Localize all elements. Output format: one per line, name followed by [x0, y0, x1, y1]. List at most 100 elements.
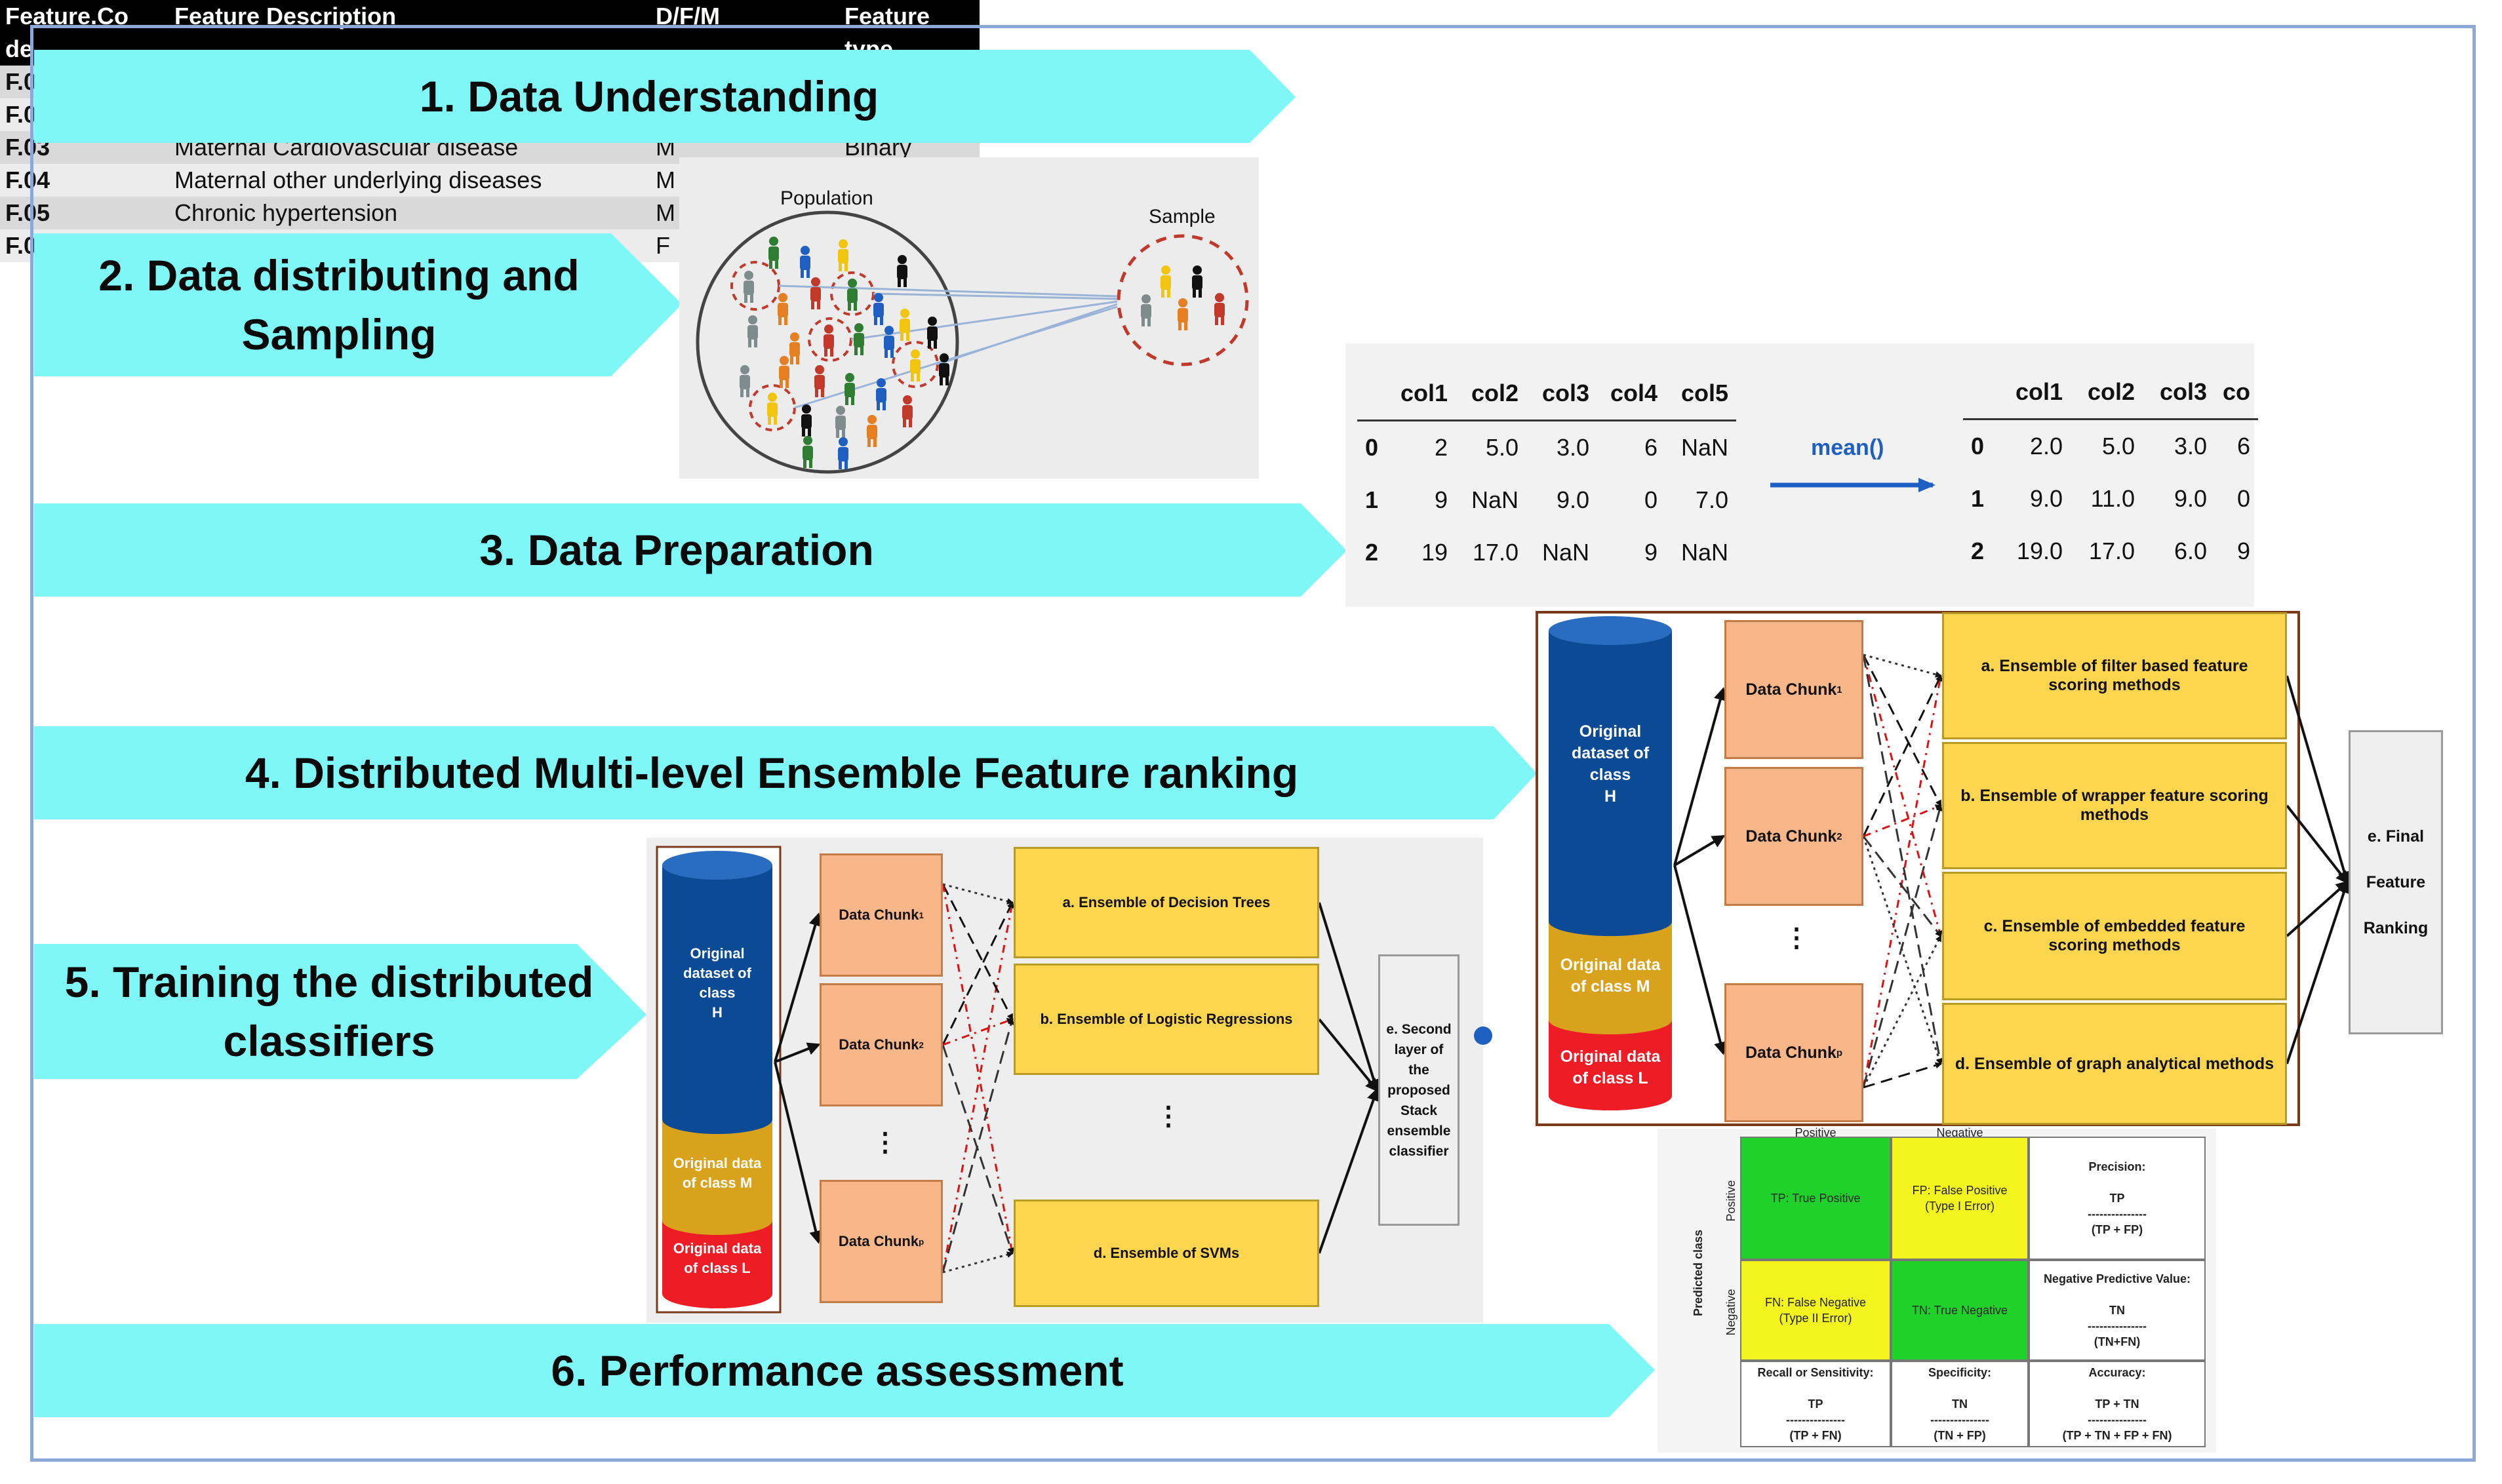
stage-2-label: 2. Data distributing and Sampling: [98, 251, 580, 359]
table-cell: 17.0: [1472, 539, 1519, 566]
chunk-label: Data Chunk: [1745, 680, 1837, 699]
person-icon: [884, 326, 894, 358]
table-cell: NaN: [1681, 539, 1729, 566]
person-icon: [867, 415, 877, 447]
ensemble-method-label: c. Ensemble of embedded feature scoring …: [1983, 917, 2246, 954]
table-cell: 9.0: [2174, 485, 2207, 512]
actual-negative-header: Negative: [1936, 1126, 1983, 1139]
class-l-label: Original data of class L: [1560, 1047, 1661, 1087]
person-icon: [779, 356, 789, 388]
cylinder-class-l: [1549, 1020, 1672, 1110]
stage-4-label: 4. Distributed Multi-level Ensemble Feat…: [245, 749, 1299, 797]
ensemble-method-box: d. Ensemble of SVMs: [1014, 1200, 1319, 1307]
table-cell: 19: [1421, 539, 1448, 566]
stage-5-banner: [34, 944, 646, 1079]
accuracy-cell: Accuracy: TP + TN --------------- (TP + …: [2029, 1361, 2206, 1447]
person-icon: [801, 404, 812, 437]
stage-3-label: 3. Data Preparation: [479, 526, 874, 574]
table-cell: 7.0: [1696, 486, 1729, 513]
ensemble-method-label: a. Ensemble of filter based feature scor…: [1981, 657, 2248, 694]
tn-cell: TN: True Negative: [1891, 1260, 2029, 1361]
column-header: col2: [2071, 366, 2143, 420]
stage-6-banner: [34, 1324, 1655, 1417]
ensemble-method-label: b. Ensemble of wrapper feature scoring m…: [1960, 787, 2269, 824]
table-cell: NaN: [1542, 539, 1590, 566]
chunk-ellipsis: ⋮: [872, 1128, 898, 1157]
actual-positive-header: Positive: [1795, 1126, 1837, 1139]
column-header: col4: [1597, 367, 1666, 421]
table-cell: 19.0: [2016, 537, 2063, 564]
chunk-ellipsis: ⋮: [1783, 924, 1810, 952]
column-header: [1963, 366, 1998, 420]
table-cell: 17.0: [2088, 537, 2135, 564]
stage-6-label: 6. Performance assessment: [551, 1346, 1124, 1395]
chunk-subscript: 2: [1837, 830, 1842, 842]
person-icon: [803, 436, 813, 468]
stage-4-banner: [34, 726, 1537, 819]
precision-cell-text: Precision: TP --------------- (TP + FP): [2088, 1160, 2147, 1236]
predicted-negative-label: Negative: [1724, 1289, 1738, 1336]
ensemble-method-label: a. Ensemble of Decision Trees: [1062, 894, 1271, 910]
class-m-label: Original data of class M: [673, 1155, 762, 1191]
mean-label: mean(): [1811, 435, 1884, 460]
ensemble-method-label: b. Ensemble of Logistic Regressions: [1040, 1011, 1293, 1027]
ensemble-method-box: c. Ensemble of embedded feature scoring …: [1942, 872, 2287, 1000]
table-cell: 6.0: [2174, 537, 2207, 564]
chunk-label: Data Chunk: [839, 907, 919, 923]
table-cell: 0: [1644, 486, 1658, 513]
tp-cell-text: TP: True Positive: [1770, 1192, 1861, 1205]
stage-3-banner: [34, 503, 1347, 596]
table-cell: 9.0: [1557, 486, 1590, 513]
person-icon: [1214, 293, 1225, 325]
ensemble-method-box: a. Ensemble of filter based feature scor…: [1942, 612, 2287, 739]
stage-5-label: 5. Training the distributed classifiers: [64, 958, 594, 1065]
chunk-label: Data Chunk: [838, 1233, 919, 1249]
table-cell: 5.0: [2101, 433, 2135, 459]
person-icon: [900, 309, 910, 341]
person-icon: [873, 293, 884, 325]
recall-cell-text: Recall or Sensitivity: TP --------------…: [1757, 1366, 1874, 1442]
chunk-label: Data Chunk: [1745, 1043, 1837, 1062]
chunk-subscript: p: [1836, 1047, 1843, 1059]
table-cell: 9: [1644, 539, 1658, 566]
person-icon: [767, 393, 778, 425]
tp-cell: TP: True Positive: [1740, 1137, 1891, 1260]
ensemble-method-label: d. Ensemble of SVMs: [1093, 1245, 1240, 1261]
person-icon: [778, 293, 788, 325]
ensemble-method-box: a. Ensemble of Decision Trees: [1014, 847, 1319, 958]
table-cell: 5.0: [1486, 434, 1519, 461]
chunk-subscript: p: [919, 1236, 924, 1247]
table-cell: NaN: [1471, 486, 1519, 513]
row-index: 1: [1971, 485, 1985, 512]
ensemble-method-box: b. Ensemble of Logistic Regressions: [1014, 964, 1319, 1075]
column-header: col5: [1665, 367, 1737, 421]
npv-cell-text: Negative Predictive Value: TN ----------…: [2043, 1272, 2191, 1348]
person-icon: [897, 255, 907, 287]
person-icon: [768, 237, 779, 269]
table-cell: 6: [2236, 433, 2251, 459]
cylinder-class-l: [662, 1220, 772, 1308]
person-icon: [740, 365, 750, 397]
method-ellipsis: ⋮: [1155, 1102, 1182, 1131]
table-cell: 3.0: [2174, 433, 2207, 459]
person-icon: [910, 349, 921, 381]
class-l-label: Original data of class L: [673, 1240, 762, 1276]
table-cell: 3.0: [1557, 434, 1590, 461]
cylinder-class-m: [1549, 922, 1672, 1034]
column-header: col3: [1526, 367, 1598, 421]
table-cell: 9: [1435, 486, 1448, 513]
table-cell: NaN: [1681, 434, 1729, 461]
person-icon: [747, 315, 758, 347]
final-label: e. Final Feature Ranking: [2363, 827, 2429, 937]
final-feature-ranking-box: e. Final Feature Ranking: [2349, 730, 2443, 1034]
person-icon: [927, 317, 938, 349]
